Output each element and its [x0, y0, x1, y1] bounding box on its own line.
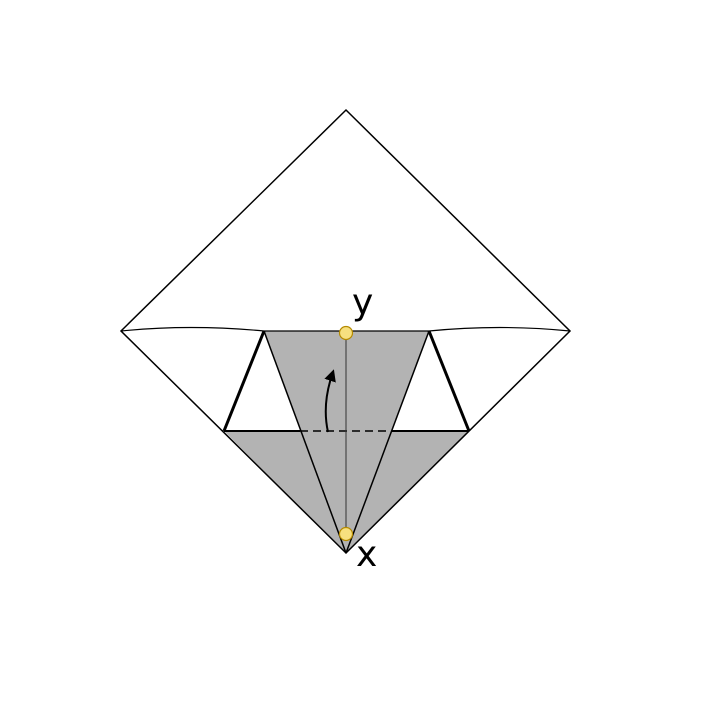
curved-arrow-up-icon [324, 369, 336, 433]
left-flap-edge [222, 330, 266, 432]
center-right-edge [345, 330, 430, 554]
reference-point-x [338, 526, 354, 542]
label-y: y [352, 282, 373, 323]
label-x: x [356, 534, 377, 575]
right-crease-line [428, 326, 571, 332]
reference-point-y [338, 325, 354, 341]
left-crease-line [120, 326, 265, 332]
right-flap-edge [427, 330, 471, 432]
center-left-edge [263, 330, 347, 554]
